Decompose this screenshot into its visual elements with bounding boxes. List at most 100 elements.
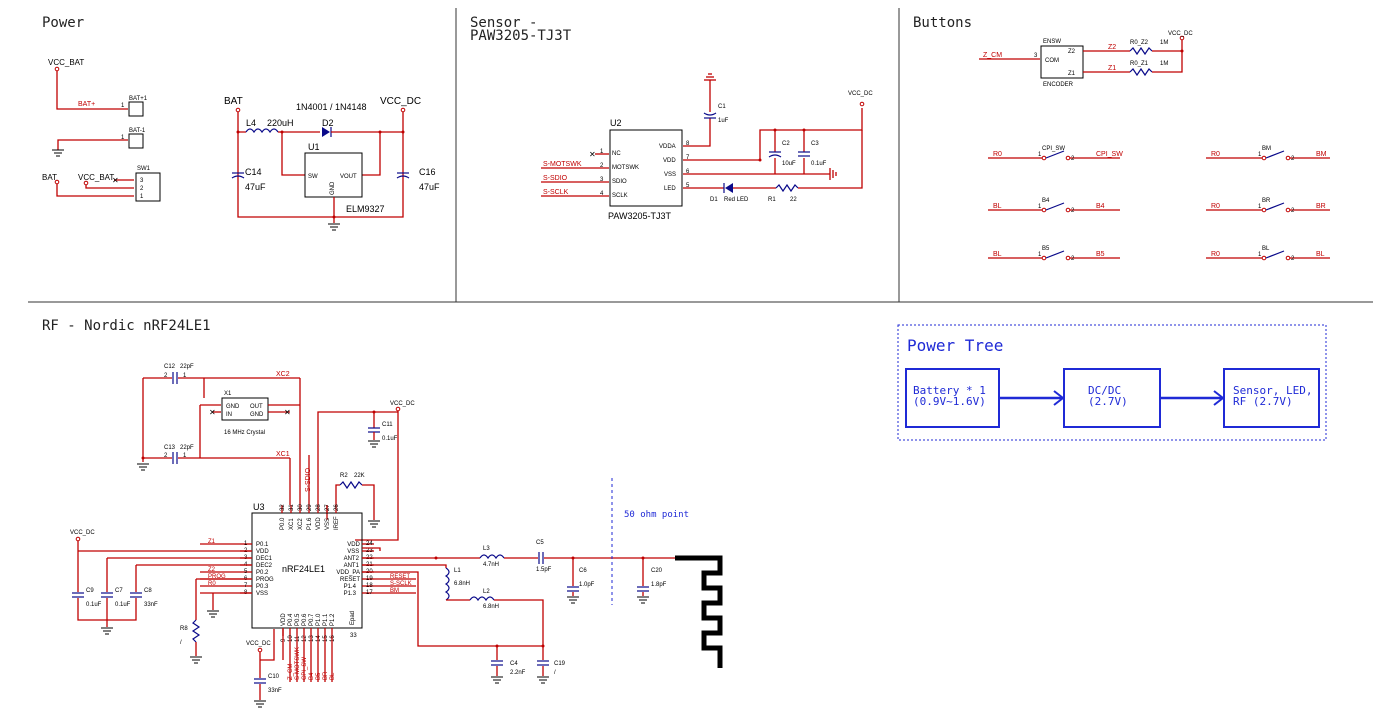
svg-text:✕: ✕	[589, 150, 596, 159]
ic-u2-part: PAW3205-TJ3T	[608, 211, 672, 221]
section-title-buttons: Buttons	[913, 15, 972, 31]
section-title-sensor: Sensor -	[470, 15, 537, 31]
resistor-r8-label: R8	[180, 626, 188, 632]
switch-name: BL	[1262, 246, 1270, 252]
u3-left-pin: DEC1	[256, 556, 273, 562]
u3-right-net: BM	[390, 588, 399, 594]
svg-text:3: 3	[1034, 53, 1038, 59]
pin-number: 1	[1038, 252, 1042, 258]
net-label: BL	[993, 203, 1002, 210]
encoder-label: ENCODER	[1043, 82, 1074, 88]
svg-text:SDIO: SDIO	[612, 179, 627, 185]
cap-c20-value: 1.8pF	[651, 582, 667, 588]
switch-sw1	[135, 172, 161, 202]
resistor-r2-label: R2	[340, 473, 348, 479]
connector-bat-plus	[128, 101, 144, 117]
svg-text:XC1: XC1	[276, 451, 290, 458]
net-vcc-dc-buttons: VCC_DC	[1168, 31, 1193, 37]
svg-text:6: 6	[686, 169, 690, 175]
resistor-r2-value: 22K	[354, 473, 365, 479]
ic-u1-label: U1	[308, 142, 320, 152]
u3-bottom-pin: VDD	[281, 613, 287, 626]
crystal-x1-label: X1	[224, 391, 232, 397]
u3-right-pin: P1.3	[344, 591, 357, 597]
cap-c2-label: C2	[782, 141, 790, 147]
net-s-sclk: S-SCLK	[543, 189, 569, 196]
u3-left-net: R0	[208, 581, 216, 587]
u3-left-pin: VDD	[256, 549, 269, 555]
ic-u1-part: ELM9327	[346, 204, 385, 214]
u3-bottom-net: B5	[316, 672, 322, 680]
encoder-switch	[1040, 45, 1084, 79]
svg-text:1: 1	[140, 194, 144, 200]
svg-text:SCLK: SCLK	[612, 193, 628, 199]
svg-text:NC: NC	[612, 151, 621, 157]
cap-c13-value: 22pF	[180, 445, 194, 451]
u3-bottom-pin: P0.7	[309, 613, 315, 626]
u3-top-pin-number: 27	[325, 504, 331, 511]
u3-right-pin: RESET	[340, 577, 360, 583]
u3-top-pin: P0.0	[280, 517, 286, 530]
resistor-r1-value: 22	[790, 197, 797, 203]
u3-right-pin: ANT1	[344, 563, 360, 569]
switch-name: B4	[1042, 198, 1050, 204]
u3-top-pin-number: 28	[316, 504, 322, 511]
net-label: CPI_SW	[1096, 151, 1123, 158]
cap-c19-label: C19	[554, 661, 566, 667]
cap-c9-value: 0.1uF	[86, 602, 102, 608]
cap-c1-label: C1	[718, 104, 726, 110]
net-label: B4	[1096, 203, 1105, 210]
net-s-motswk: S-MOTSWK	[543, 161, 582, 168]
led-d1-value: Red LED	[724, 197, 749, 203]
svg-text:OUT: OUT	[250, 404, 263, 410]
switch-name: BR	[1262, 198, 1271, 204]
power-tree-dcdc-line1: DC/DC	[1088, 384, 1121, 397]
svg-text:VDD: VDD	[663, 158, 676, 164]
u3-right-pin: VDD_PA	[336, 570, 360, 576]
cap-c14-value: 47uF	[245, 182, 266, 192]
net-label: B5	[1096, 251, 1105, 258]
svg-text:XC2: XC2	[276, 371, 290, 378]
pin-number: 1	[1038, 204, 1042, 210]
net-vcc-dc-rf: VCC_DC	[390, 401, 415, 407]
net-label: BL	[1316, 251, 1325, 258]
net-label: R0	[993, 151, 1002, 158]
u3-bottom-pin-number: 12	[302, 635, 308, 642]
svg-text:VDDA: VDDA	[659, 144, 676, 150]
cap-c6-value: 1.0pF	[579, 582, 595, 588]
svg-text:VSS: VSS	[664, 172, 676, 178]
svg-text:4: 4	[600, 191, 604, 197]
net-label: BR	[1316, 203, 1326, 210]
svg-text:2: 2	[164, 373, 168, 379]
svg-text:2: 2	[164, 453, 168, 459]
u3-top-pin: VSS	[325, 518, 331, 530]
u3-bottom-pin-number: 15	[323, 635, 329, 642]
cap-c5-value: 1.5pF	[536, 567, 552, 573]
power-tree-load-box	[1223, 368, 1320, 428]
svg-text:3: 3	[600, 177, 604, 183]
cap-c4-label: C4	[510, 661, 518, 667]
u3-bottom-pin-number: 9	[281, 638, 287, 642]
pin-number: 2	[1071, 208, 1075, 214]
u3-bottom-net: CPI_SW	[302, 657, 308, 680]
svg-text:GND: GND	[250, 412, 264, 418]
u3-top-pin-number: 26	[334, 504, 340, 511]
inductor-l2-label: L2	[483, 589, 490, 595]
svg-text:✕: ✕	[209, 408, 216, 417]
pin-number: 1	[1038, 152, 1042, 158]
u3-bottom-pin: P0.4	[288, 613, 294, 626]
u3-bottom-net: BR	[323, 671, 329, 680]
power-tree-battery-box	[905, 368, 1000, 428]
ic-u2	[609, 129, 683, 207]
svg-text:1: 1	[600, 149, 604, 155]
svg-text:Z2: Z2	[1068, 49, 1076, 55]
u3-top-pin-number: 29	[307, 504, 313, 511]
svg-text:1: 1	[183, 453, 187, 459]
u3-left-pin: P0.2	[256, 570, 269, 576]
svg-text:✕: ✕	[284, 408, 291, 417]
section-dividers	[28, 8, 1373, 303]
svg-text:Epad: Epad	[350, 611, 356, 625]
u3-right-pin-number: 19	[366, 576, 373, 582]
svg-text:GND: GND	[226, 404, 240, 410]
